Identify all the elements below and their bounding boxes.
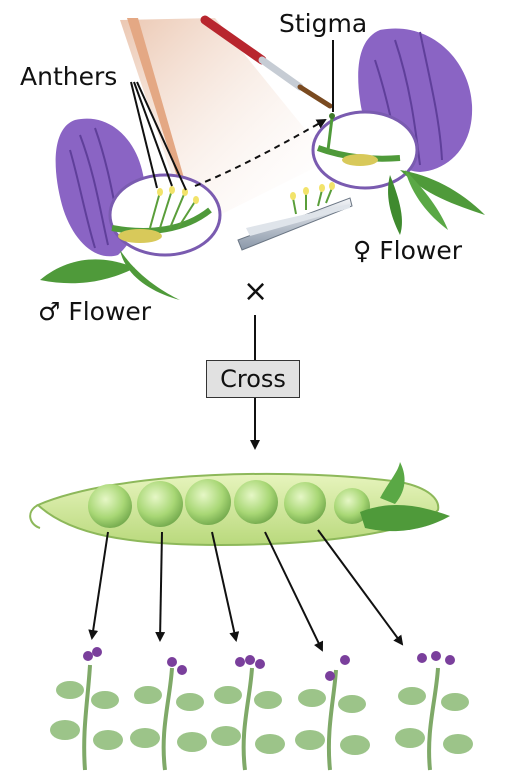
male-flower xyxy=(40,118,222,300)
pea-seed xyxy=(88,484,132,528)
anthers-label: Anthers xyxy=(20,62,118,91)
pea-seed xyxy=(234,480,278,524)
pea-plant-icon xyxy=(395,651,473,771)
cross-box-label: Cross xyxy=(220,365,286,393)
pea-plant-icon xyxy=(211,655,285,771)
paintbrush-icon xyxy=(200,15,333,109)
pea-plants xyxy=(50,647,473,771)
stigma-label: Stigma xyxy=(279,9,368,38)
cross-box: Cross xyxy=(206,360,300,398)
tweezers-icon xyxy=(237,182,353,251)
pea-plant-icon xyxy=(130,657,207,771)
anther-pointer-lines xyxy=(130,81,187,191)
pea-seed xyxy=(284,482,326,524)
male-flower-label: ♂ Flower xyxy=(38,297,152,326)
cross-symbol: × xyxy=(243,274,269,309)
female-flower xyxy=(311,28,485,235)
pea-seed xyxy=(185,479,231,525)
pea-seeds xyxy=(88,479,370,528)
pea-plant-icon xyxy=(295,655,370,771)
pea-seed xyxy=(137,481,183,527)
pea-pod-icon xyxy=(29,462,450,547)
female-flower-label: ♀ Flower xyxy=(353,236,462,265)
seed-to-plant-arrows xyxy=(88,529,404,652)
pea-plant-icon xyxy=(50,647,123,771)
